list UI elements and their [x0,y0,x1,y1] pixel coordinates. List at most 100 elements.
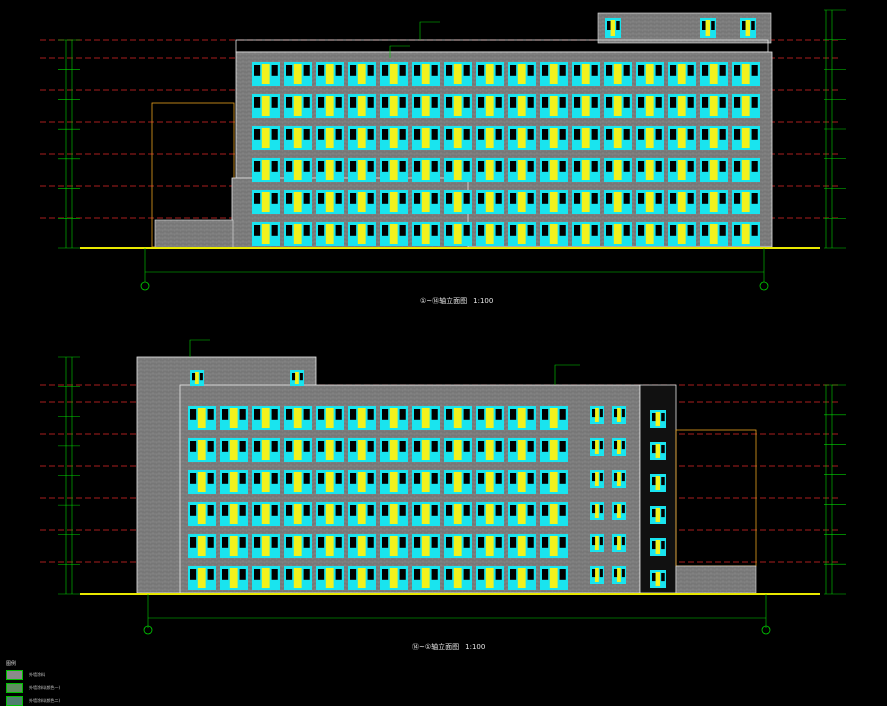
window-unit [636,62,664,86]
window-unit [476,406,504,430]
window-pane [271,569,278,580]
window-pane [271,505,278,516]
window-unit [444,190,472,214]
window-unit [444,62,472,86]
window-panel [421,128,430,148]
window-panel [549,472,558,492]
window-pane [303,505,310,516]
window-pane [271,65,278,76]
window-pane [271,97,278,108]
window-panel [549,536,558,556]
window-pane [414,225,421,236]
window-panel [616,472,621,486]
window-unit [412,94,440,118]
window-pane [350,473,357,484]
window-pane [542,441,549,452]
grid-bubble [143,625,153,635]
window-unit [732,126,760,150]
window-unit [348,158,376,182]
window-panel [357,472,366,492]
window-unit [700,18,716,38]
window-pane [367,129,374,140]
window-pane [719,65,726,76]
window-pane [592,441,596,450]
window-pane [592,569,596,578]
window-unit [348,62,376,86]
window-panel [616,408,621,422]
window-pane [606,225,613,236]
window-pane [599,409,603,418]
window-panel [421,160,430,180]
window-unit [636,94,664,118]
window-pane [446,473,453,484]
window-panel [293,96,302,116]
window-pane [350,129,357,140]
window-unit [252,406,280,430]
window-panel [261,192,270,212]
window-panel [741,64,750,84]
window-pane [495,225,502,236]
window-pane [559,409,566,420]
window-pane [222,473,229,484]
window-pane [350,193,357,204]
window-pane [599,569,603,578]
window-pane [661,573,665,582]
window-pane [463,409,470,420]
title-text: ⑭~①轴立面图 [412,643,460,651]
window-pane [478,537,485,548]
window-unit [284,566,312,590]
window-panel [294,372,299,384]
window-pane [463,537,470,548]
window-pane [303,569,310,580]
window-pane [702,161,709,172]
window-pane [303,65,310,76]
window-pane [670,161,677,172]
window-unit [348,534,376,558]
window-panel [261,408,270,428]
window-panel [261,536,270,556]
window-pane [751,225,758,236]
window-pane [559,129,566,140]
grid-bubble [140,281,150,291]
window-pane [542,569,549,580]
window-unit [348,502,376,526]
window-pane [687,161,694,172]
window-unit [412,566,440,590]
window-panel [261,504,270,524]
window-pane [286,97,293,108]
window-pane [367,225,374,236]
roof-windows [605,18,756,38]
window-unit [444,222,472,246]
window-panel [709,224,718,244]
window-unit [444,158,472,182]
window-panel [705,20,711,36]
window-pane [591,129,598,140]
window-pane [599,537,603,546]
main-facade [179,384,641,594]
window-panel [613,192,622,212]
window-pane [510,441,517,452]
window-panel [389,128,398,148]
window-unit [188,502,216,526]
window-unit [476,470,504,494]
window-pane [542,505,549,516]
window-pane [606,193,613,204]
window-pane [687,97,694,108]
window-unit [284,126,312,150]
window-pane [446,505,453,516]
window-panel [581,192,590,212]
window-panel [229,408,238,428]
window-pane [655,193,662,204]
window-unit [476,94,504,118]
window-unit [732,158,760,182]
window-panel [517,192,526,212]
window-panel [421,224,430,244]
window-pane [414,161,421,172]
window-unit [700,62,728,86]
window-panel [453,224,462,244]
window-pane [652,541,656,550]
window-pane [207,569,214,580]
window-pane [318,569,325,580]
